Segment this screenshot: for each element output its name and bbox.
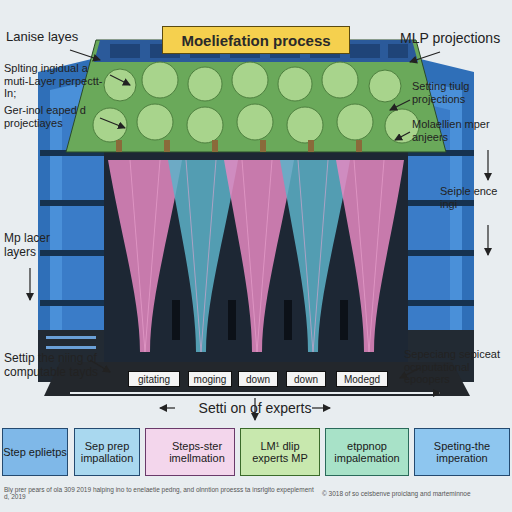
base-tag: moging <box>188 371 232 387</box>
annotation-label: Molaellien mper anjeers <box>412 118 508 143</box>
node-label: gitating <box>138 374 170 385</box>
step-box: LM¹ dlip experts MP <box>240 428 320 476</box>
front-face <box>104 150 408 362</box>
node-text: Speting-the imperation <box>415 440 509 464</box>
annotation-label: Ger-inol eaped d projectiayes <box>4 104 104 129</box>
node-label: etppnop impalemation <box>326 440 408 464</box>
annotation-label: Mp lacer layers <box>4 232 60 260</box>
base-tag: gitating <box>128 371 180 387</box>
node-text: LM¹ dlip experts MP <box>241 440 319 464</box>
node-text: moging <box>194 374 227 385</box>
annotation-label: Bly prer pears of ola 309 2019 halping i… <box>4 486 314 501</box>
node-text: etppnop impalemation <box>326 440 408 464</box>
node-text: Modegd <box>344 374 380 385</box>
step-box: Steps-ster imellmation <box>145 428 235 476</box>
node-text: Step eplietps <box>3 446 67 458</box>
step-box: Sep prep impallation <box>74 428 140 476</box>
node-label: down <box>246 374 270 385</box>
node-label: Steps-ster imellmation <box>160 440 234 464</box>
annotation-label: Seiple ence ingi <box>440 185 510 210</box>
step-box: Step eplietps <box>2 428 68 476</box>
title-text: Moeliefation process <box>181 32 330 49</box>
annotation-label: MLP projections <box>400 30 510 46</box>
node-text: Sep prep impallation <box>75 440 139 464</box>
node-text: down <box>294 374 318 385</box>
annotation-label: Settip the niing of computable tayds <box>4 352 104 380</box>
annotation-label: © 3018 of so ceisbenve proiclang and mar… <box>322 490 510 497</box>
base-tag: down <box>238 371 278 387</box>
node-label: Speting-the imperation <box>415 440 509 464</box>
node-label: Step eplietps <box>3 446 67 458</box>
base-tag: Modegd <box>336 371 388 387</box>
node-label: LM¹ dlip experts MP <box>241 440 319 464</box>
node-text: gitating <box>138 374 170 385</box>
node-text: Steps-ster imellmation <box>160 440 234 464</box>
annotation-label: Setting tiulg projections <box>412 80 510 105</box>
node-label: Sep prep impallation <box>75 440 139 464</box>
step-box: Speting-the imperation <box>414 428 510 476</box>
step-box: etppnop impalemation <box>325 428 409 476</box>
node-label: Modegd <box>344 374 380 385</box>
node-text: down <box>246 374 270 385</box>
top-face <box>66 40 446 152</box>
annotation-label: Sepeciang sepiceat ocnputational epooper… <box>404 348 510 386</box>
title-box: Moeliefation process <box>162 26 350 54</box>
annotation-label: Splting ingidual a muti-Layer perpectt-I… <box>4 62 112 100</box>
annotation-label: Lanise layes <box>6 30 86 45</box>
annotation-label: Setti on of experts <box>170 400 340 416</box>
base-tag: down <box>286 371 326 387</box>
node-label: moging <box>194 374 227 385</box>
node-label: down <box>294 374 318 385</box>
